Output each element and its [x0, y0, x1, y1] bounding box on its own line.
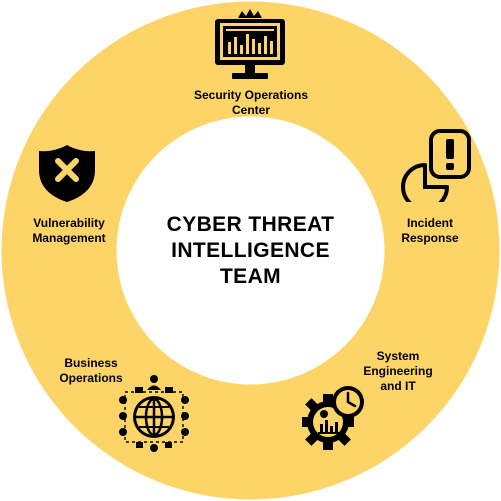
monitor-dashboard-icon — [215, 9, 285, 79]
alert-pie-icon — [401, 129, 471, 202]
segment-label-syseng-line-1: System — [376, 349, 420, 363]
segment-label-soc-line-2: Center — [231, 103, 270, 117]
shield-x-icon — [39, 145, 95, 202]
segment-label-vuln: Vulnerability Management — [20, 216, 118, 246]
center-title-line-1: CYBER THREAT — [166, 213, 335, 236]
segment-label-syseng-line-3: and IT — [380, 379, 416, 393]
segment-label-business: Business Operations — [49, 356, 133, 386]
segment-label-syseng: System Engineering and IT — [352, 349, 444, 394]
segment-label-incident-line-1: Incident — [406, 216, 453, 230]
center-title: CYBER THREAT INTELLIGENCE TEAM — [130, 212, 371, 290]
segment-label-business-line-2: Operations — [59, 371, 123, 385]
segment-label-soc-line-1: Security Operations — [193, 88, 309, 102]
segment-label-incident: Incident Response — [389, 216, 471, 246]
segment-label-syseng-line-2: Engineering — [363, 364, 433, 378]
segment-label-incident-line-2: Response — [401, 231, 459, 245]
gear-clock-icon — [302, 386, 364, 450]
segment-label-soc: Security Operations Center — [171, 88, 331, 118]
segment-label-business-line-1: Business — [64, 356, 118, 370]
center-title-line-2: INTELLIGENCE — [171, 239, 330, 262]
globe-network-icon — [119, 375, 189, 452]
segment-label-vuln-line-2: Management — [32, 231, 106, 245]
center-title-line-3: TEAM — [219, 265, 282, 288]
segment-label-vuln-line-1: Vulnerability — [33, 216, 105, 230]
